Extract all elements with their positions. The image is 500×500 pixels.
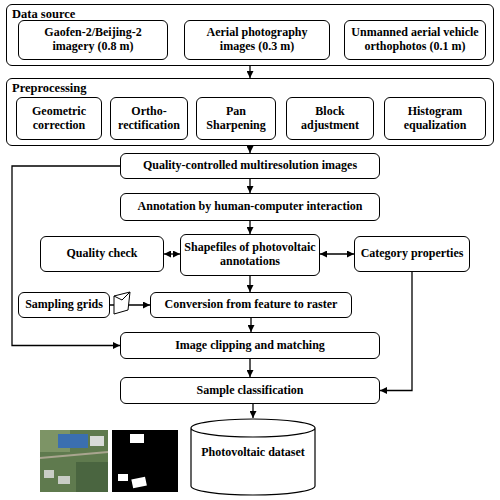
group-frame: Data sourceGaofen-2/Beijing-2 imagery (0… <box>6 4 494 66</box>
image-roof <box>90 436 104 446</box>
flow-arrow <box>249 221 250 234</box>
mask-panel <box>131 477 147 489</box>
flow-arrow <box>110 304 150 305</box>
image-field <box>76 462 108 492</box>
box-label: Histogram equalization <box>388 105 482 133</box>
process-box: Category properties <box>354 236 470 272</box>
process-box: Shapefiles of photovoltaic annotations <box>180 234 320 276</box>
flow-arrow <box>380 272 412 391</box>
flow-arrow <box>249 276 250 292</box>
image-building <box>58 434 88 448</box>
flow-arrow <box>249 66 250 78</box>
satellite-image <box>40 430 108 492</box>
mask-panel <box>130 434 144 443</box>
process-box: Quality check <box>40 236 164 272</box>
database-cylinder: Photovoltaic dataset <box>190 418 316 496</box>
box-label: Block adjustment <box>290 105 370 133</box>
box-label: Quality-controlled multiresolution image… <box>143 159 357 173</box>
process-box: Ortho-rectification <box>110 97 188 140</box>
box-label: Quality check <box>67 247 138 261</box>
box-label: Shapefiles of photovoltaic annotations <box>184 241 316 269</box>
process-box: Gaofen-2/Beijing-2 imagery (0.8 m) <box>18 20 168 60</box>
image-road <box>40 452 108 458</box>
image-roof <box>44 470 54 478</box>
mask-image <box>112 430 178 492</box>
flow-arrow <box>252 404 253 418</box>
mask-background <box>112 430 178 492</box>
image-roof <box>58 476 70 484</box>
process-box: Histogram equalization <box>384 97 486 140</box>
box-label: Geometric correction <box>20 105 98 133</box>
box-label: Aerial photography images (0.3 m) <box>188 26 326 54</box>
process-box: Annotation by human-computer interaction <box>120 193 380 221</box>
box-label: Ortho-rectification <box>114 105 184 133</box>
flow-arrow <box>249 359 250 377</box>
process-box: Image clipping and matching <box>120 332 380 359</box>
process-box: Sampling grids <box>18 292 110 318</box>
flow-arrow <box>164 253 180 254</box>
flow-arrow <box>320 253 354 254</box>
group-frame: PreprocessingGeometric correction Ortho-r… <box>6 78 494 146</box>
mask-panel <box>118 474 128 481</box>
box-label: Conversion from feature to raster <box>165 298 338 312</box>
box-label: Photovoltaic dataset <box>190 446 316 460</box>
box-label: Gaofen-2/Beijing-2 imagery (0.8 m) <box>22 26 164 54</box>
box-label: Category properties <box>361 247 464 261</box>
image-ground <box>40 430 108 492</box>
process-box: Quality-controlled multiresolution image… <box>120 153 380 179</box>
process-box: Conversion from feature to raster <box>150 292 352 318</box>
process-box: Unmanned aerial vehicle orthophotos (0.1… <box>344 20 486 60</box>
box-label: Image clipping and matching <box>175 339 325 353</box>
process-box: Geometric correction <box>16 97 102 140</box>
box-label: Pan Sharpening <box>200 105 272 133</box>
box-label: Annotation by human-computer interaction <box>138 200 363 214</box>
image-field <box>40 430 70 452</box>
cylinder-path <box>191 419 315 495</box>
process-box: Aerial photography images (0.3 m) <box>184 20 330 60</box>
process-box: Block adjustment <box>286 97 374 140</box>
box-label: Sampling grids <box>25 298 103 312</box>
flow-arrow <box>12 166 120 346</box>
box-label: Sample classification <box>197 384 304 398</box>
group-title: Preprocessing <box>12 81 87 96</box>
flow-arrow <box>250 318 251 332</box>
process-box: Sample classification <box>120 377 380 404</box>
box-label: Unmanned aerial vehicle orthophotos (0.1… <box>348 26 482 54</box>
flow-arrow <box>249 146 250 153</box>
page-icon <box>114 292 130 314</box>
process-box: Pan Sharpening <box>196 97 276 140</box>
flow-arrow <box>249 179 250 193</box>
